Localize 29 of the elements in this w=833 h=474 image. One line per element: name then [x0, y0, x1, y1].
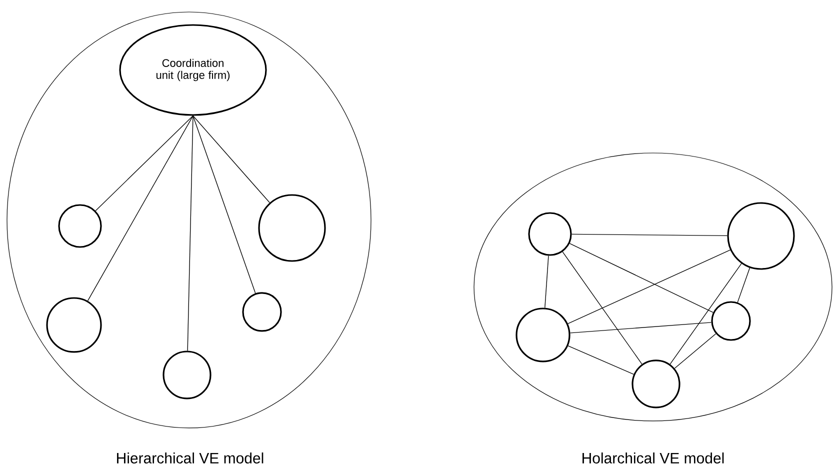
connector-line: [87, 115, 194, 302]
member-circle: [242, 292, 282, 332]
model-caption: Holarchical VE model: [582, 452, 724, 464]
connector-line: [568, 346, 634, 375]
member-circle: [528, 212, 572, 256]
connector-line: [571, 234, 728, 236]
member-circle: [711, 301, 751, 341]
connector-line: [737, 268, 750, 303]
connector-line: [674, 333, 716, 369]
connector-line: [670, 263, 742, 365]
member-circle: [632, 360, 680, 408]
member-circle: [46, 297, 102, 353]
connector-line: [568, 250, 731, 324]
model-caption: Hierarchical VE model: [117, 452, 264, 464]
connector-line: [187, 115, 194, 352]
connector-line: [192, 115, 270, 203]
connector-line: [570, 322, 712, 334]
group-ellipse: [6, 12, 372, 428]
connector-line: [569, 243, 714, 313]
connector-line: [562, 251, 642, 364]
connector-line: [95, 115, 194, 212]
member-circle: [727, 202, 795, 270]
connector-line: [192, 115, 256, 294]
group-ellipse: [474, 152, 832, 422]
member-circle: [162, 350, 212, 400]
member-circle: [516, 308, 570, 362]
connector-line: [544, 255, 549, 308]
member-circle: [258, 194, 326, 262]
member-circle: [58, 204, 102, 248]
